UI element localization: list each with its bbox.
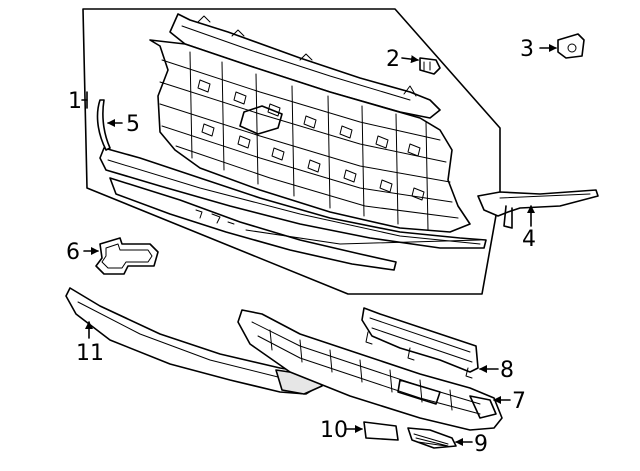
- part-7-lower-grille: [237, 309, 503, 431]
- callout-2: 2: [386, 47, 400, 72]
- part-6-emblem: [95, 237, 159, 275]
- callout-2-leader: [401, 55, 419, 64]
- callout-9: 9: [474, 432, 488, 457]
- callout-6: 6: [66, 240, 80, 265]
- assembly-outline: [82, 8, 501, 295]
- callout-11: 11: [76, 341, 104, 366]
- part-3-bracket: [557, 33, 585, 59]
- part-8-panel: [361, 307, 479, 379]
- callout-5: 5: [126, 112, 140, 137]
- callout-4: 4: [522, 227, 536, 252]
- part-10-plate: [363, 421, 399, 441]
- callout-1: 1: [68, 89, 82, 114]
- callout-3: 3: [520, 37, 534, 62]
- callout-10: 10: [320, 418, 348, 443]
- part-5-molding: [96, 99, 111, 151]
- grille-assembly: [149, 13, 471, 233]
- callout-7: 7: [512, 389, 526, 414]
- lower-grille-trim: [99, 147, 487, 271]
- part-4-bracket: [477, 189, 599, 229]
- callout-8: 8: [500, 358, 514, 383]
- part-2-clip: [419, 57, 441, 75]
- part-9-insert: [407, 427, 457, 449]
